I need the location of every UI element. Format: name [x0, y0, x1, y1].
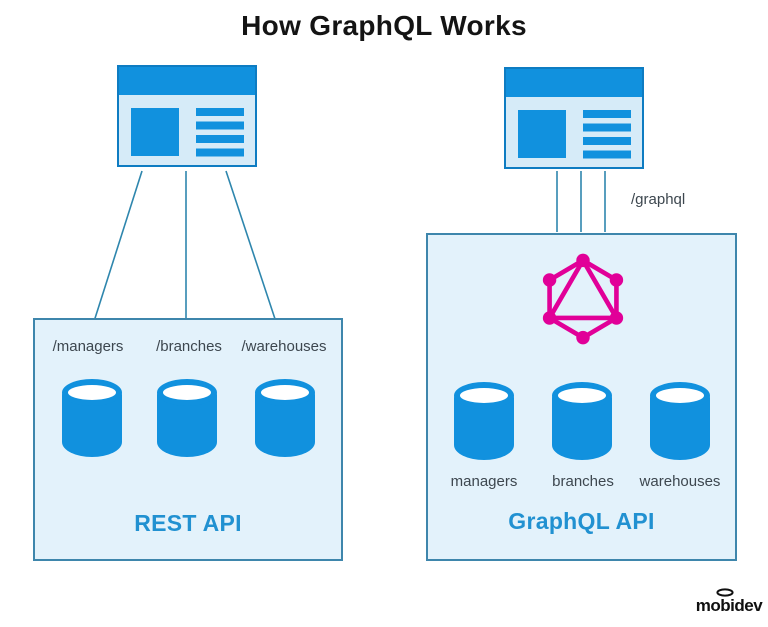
- database-top-ellipse: [255, 379, 315, 406]
- browser-text-lines-icon: [196, 108, 244, 157]
- browser-header-bar: [119, 67, 255, 95]
- diagram-title: How GraphQL Works: [241, 10, 527, 41]
- rest-request-line-3: [225, 170, 281, 335]
- rest-endpoint-label: /branches: [156, 338, 222, 355]
- graphql-api-box: managers branches warehouses GraphQL API: [426, 233, 737, 561]
- database-icon: [157, 379, 217, 457]
- browser-window-icon: [117, 65, 257, 167]
- disc-ellipse-icon: [716, 588, 734, 597]
- database-top-ellipse: [650, 382, 710, 409]
- graphql-endpoint-label: /graphql: [631, 191, 686, 208]
- database-top-ellipse: [454, 382, 514, 409]
- brand-name: mobidev: [695, 596, 763, 615]
- rest-api-box: /managers /branches /warehouses REST API: [33, 318, 343, 561]
- browser-text-lines-icon: [583, 110, 631, 159]
- graphql-database-label: managers: [450, 473, 518, 490]
- database-icon: [650, 382, 710, 460]
- browser-header-bar: [506, 69, 642, 97]
- browser-content-block: [518, 110, 566, 158]
- browser-window-icon: [504, 67, 644, 169]
- database-icon: [255, 379, 315, 457]
- rest-request-line-1: [89, 170, 143, 335]
- database-top-ellipse: [552, 382, 612, 409]
- graphql-api-title: GraphQL API: [508, 508, 655, 534]
- mobidev-logo: mobidev: [693, 588, 765, 614]
- database-icon: [454, 382, 514, 460]
- browser-content-block: [131, 108, 179, 156]
- rest-api-title: REST API: [134, 510, 242, 536]
- rest-endpoint-label: /warehouses: [241, 338, 327, 355]
- rest-endpoint-label: /managers: [52, 338, 124, 355]
- database-icon: [62, 379, 122, 457]
- database-top-ellipse: [62, 379, 122, 406]
- graphql-logo-icon: [542, 253, 624, 345]
- graphql-database-label: branches: [552, 473, 614, 490]
- database-top-ellipse: [157, 379, 217, 406]
- database-icon: [552, 382, 612, 460]
- graphql-database-label: warehouses: [639, 473, 721, 490]
